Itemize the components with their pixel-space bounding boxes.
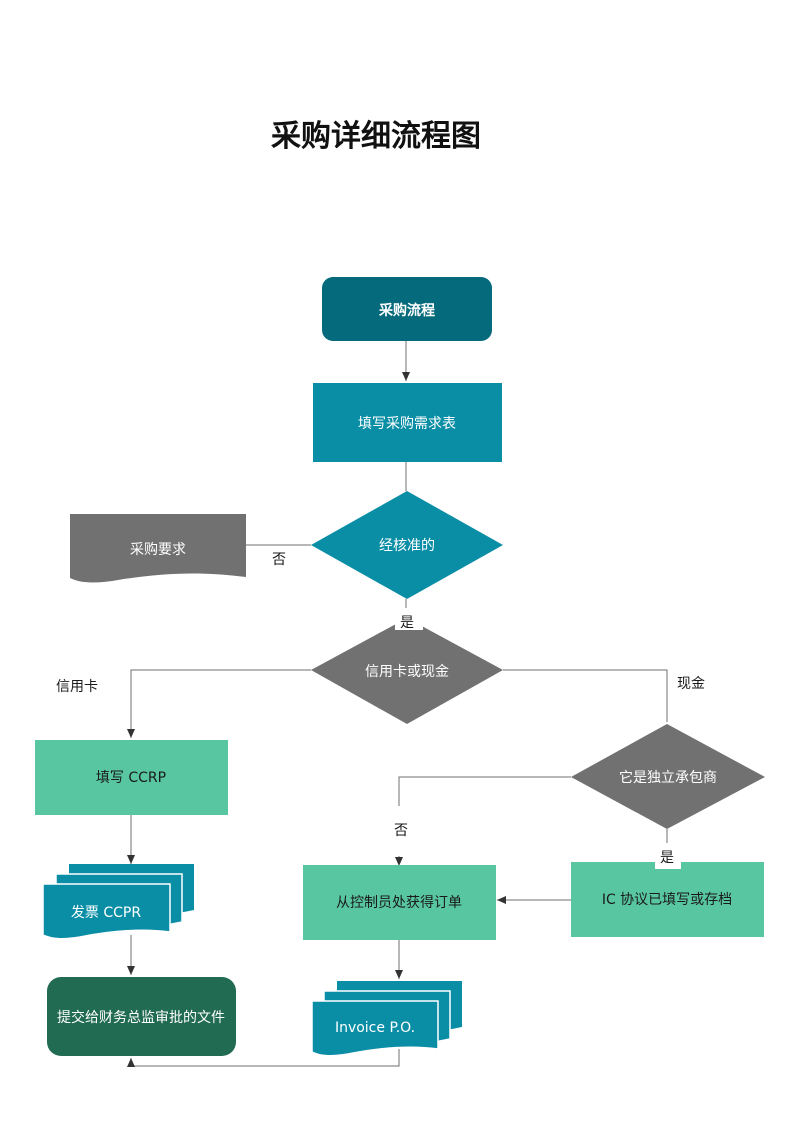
label-contractor-no: 否 bbox=[394, 823, 408, 839]
node-fill-ccrp-label: 填写 CCRP bbox=[96, 770, 166, 786]
node-contractor-decision: 它是独立承包商 bbox=[571, 724, 765, 829]
node-start-label: 采购流程 bbox=[378, 302, 435, 319]
label-contractor-yes: 是 bbox=[660, 850, 674, 866]
edge-cash bbox=[503, 669, 668, 722]
node-purchase-requirement: 采购要求 bbox=[70, 514, 246, 583]
node-get-order: 从控制员处获得订单 bbox=[303, 865, 496, 940]
node-submit-docs: 提交给财务总监审批的文件 bbox=[47, 977, 236, 1056]
node-start: 采购流程 bbox=[322, 277, 492, 341]
node-approved-decision: 经核准的 bbox=[311, 491, 503, 599]
node-get-order-label: 从控制员处获得订单 bbox=[336, 894, 462, 911]
label-approved-yes: 是 bbox=[400, 615, 414, 631]
node-purchase-requirement-label: 采购要求 bbox=[130, 542, 186, 558]
label-approved-no: 否 bbox=[272, 552, 286, 568]
node-fill-form-label: 填写采购需求表 bbox=[358, 416, 456, 432]
edge-invoice-po-to-submit bbox=[127, 1049, 400, 1067]
node-payment-decision-label: 信用卡或现金 bbox=[365, 664, 449, 680]
node-invoice-ccpr-label: 发票 CCPR bbox=[71, 905, 141, 921]
node-ic-agreement: IC 协议已填写或存档 bbox=[571, 862, 764, 937]
edge-credit-card bbox=[127, 669, 311, 738]
edge-labels: 否 是 信用卡 现金 否 是 bbox=[56, 552, 705, 869]
edge-contractor-no bbox=[395, 776, 571, 866]
node-fill-form: 填写采购需求表 bbox=[313, 383, 502, 462]
label-cash: 现金 bbox=[677, 676, 705, 692]
node-invoice-po: Invoice P.O. bbox=[311, 981, 462, 1057]
node-invoice-ccpr: 发票 CCPR bbox=[42, 864, 194, 940]
page-title: 采购详细流程图 bbox=[271, 119, 481, 154]
node-payment-decision: 信用卡或现金 bbox=[311, 618, 503, 724]
node-approved-label: 经核准的 bbox=[379, 538, 435, 554]
node-ic-agreement-label: IC 协议已填写或存档 bbox=[602, 892, 732, 908]
label-credit-card: 信用卡 bbox=[56, 679, 98, 695]
node-invoice-po-label: Invoice P.O. bbox=[335, 1020, 415, 1036]
node-contractor-decision-label: 它是独立承包商 bbox=[619, 769, 717, 786]
node-fill-ccrp: 填写 CCRP bbox=[35, 740, 228, 815]
node-submit-docs-label: 提交给财务总监审批的文件 bbox=[57, 1009, 225, 1026]
